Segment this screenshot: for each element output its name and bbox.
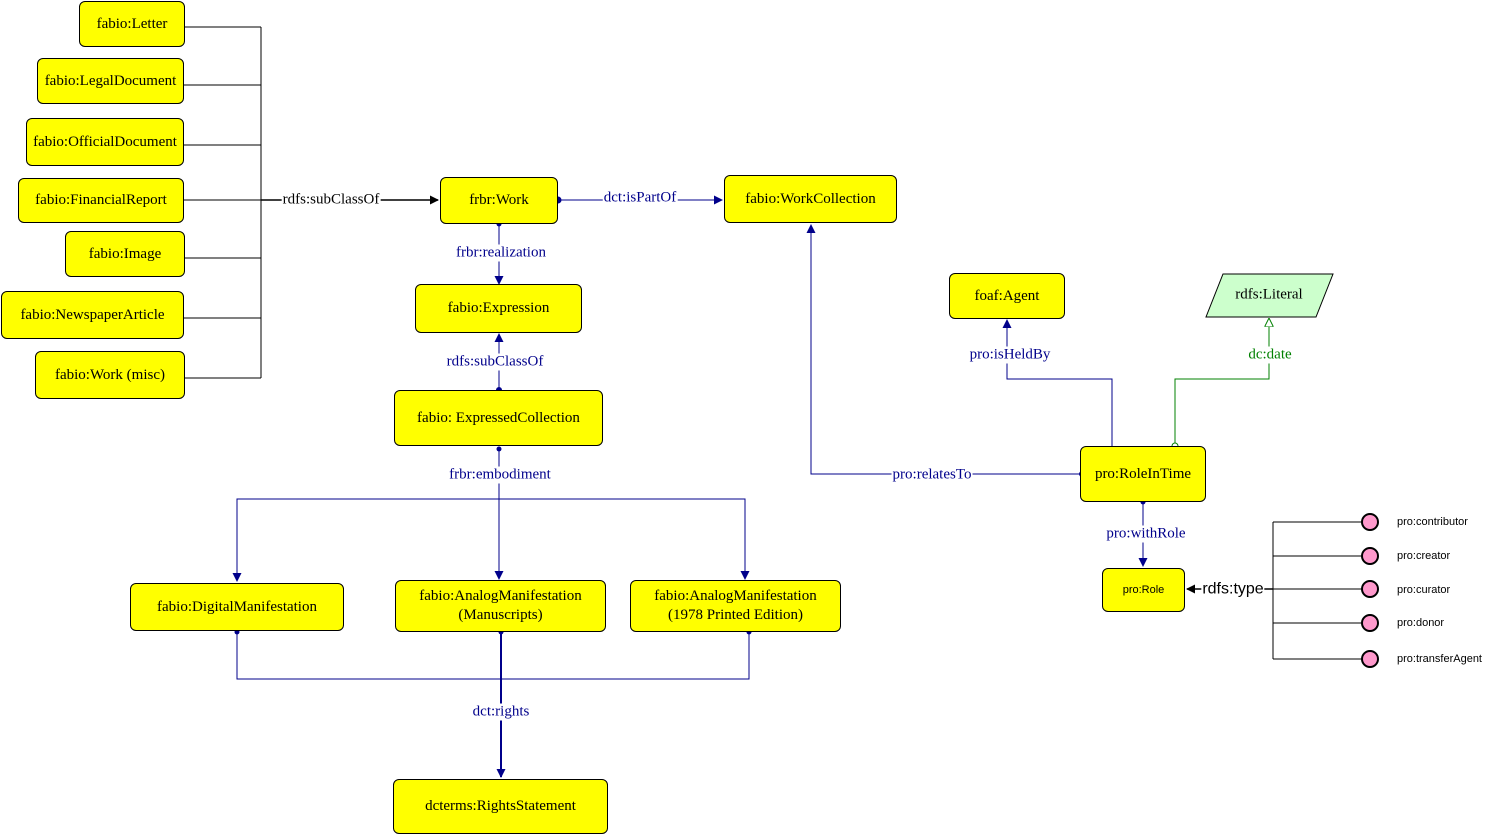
analog-printed-line2: (1978 Printed Edition)	[668, 607, 803, 623]
analog-manuscripts-line1: fabio:AnalogManifestation	[419, 588, 582, 604]
node-expressed-collection[interactable]: fabio: ExpressedCollection	[394, 390, 603, 446]
node-newspaper-article[interactable]: fabio:NewspaperArticle	[1, 291, 184, 339]
label-subclass-of-expression: rdfs:subClassOf	[445, 353, 545, 371]
label-rdf-type: rdfs:type	[1201, 580, 1265, 598]
individual-donor[interactable]: pro:donor	[1397, 617, 1445, 629]
relates-to-edge	[806, 224, 1082, 475]
individual-transfer-agent[interactable]: pro:transferAgent	[1397, 653, 1482, 665]
individual-marker	[1361, 614, 1379, 632]
node-expression[interactable]: fabio:Expression	[415, 284, 582, 333]
node-foaf-agent[interactable]: foaf:Agent	[949, 273, 1065, 319]
label-embodiment: frbr:embodiment	[448, 466, 552, 484]
analog-printed-line1: fabio:AnalogManifestation	[654, 588, 817, 604]
node-analog-manuscripts[interactable]: fabio:AnalogManifestation (Manuscripts)	[395, 580, 606, 632]
node-rdfs-literal[interactable]: rdfs:Literal	[1235, 286, 1303, 303]
literal-shape	[1205, 273, 1334, 318]
node-digital-manifestation[interactable]: fabio:DigitalManifestation	[130, 583, 344, 631]
individual-marker	[1361, 650, 1379, 668]
individual-creator[interactable]: pro:creator	[1397, 550, 1451, 562]
individual-curator[interactable]: pro:curator	[1397, 584, 1451, 596]
label-realization: frbr:realization	[455, 244, 547, 262]
label-subclass-of-work: rdfs:subClassOf	[281, 191, 381, 209]
individual-contributor[interactable]: pro:contributor	[1397, 516, 1468, 528]
analog-manuscripts-line2: (Manuscripts)	[458, 607, 543, 623]
individual-marker	[1361, 513, 1379, 531]
node-rights-statement[interactable]: dcterms:RightsStatement	[393, 779, 608, 834]
label-is-part-of: dct:isPartOf	[602, 189, 678, 207]
node-work-misc[interactable]: fabio:Work (misc)	[35, 351, 185, 399]
node-role-in-time[interactable]: pro:RoleInTime	[1080, 446, 1206, 502]
is-held-by-edge	[1002, 319, 1113, 447]
node-letter[interactable]: fabio:Letter	[79, 1, 185, 47]
label-with-role: pro:withRole	[1105, 525, 1187, 543]
node-analog-printed[interactable]: fabio:AnalogManifestation (1978 Printed …	[630, 580, 841, 632]
label-rights: dct:rights	[471, 703, 531, 721]
node-pro-role[interactable]: pro:Role	[1102, 568, 1185, 612]
label-relates-to: pro:relatesTo	[891, 466, 973, 484]
node-official-document[interactable]: fabio:OfficialDocument	[26, 118, 184, 166]
date-edge	[1174, 319, 1269, 446]
individual-marker	[1361, 580, 1379, 598]
node-frbr-work[interactable]: frbr:Work	[440, 177, 558, 224]
label-date: dc:date	[1247, 346, 1293, 364]
label-is-held-by: pro:isHeldBy	[968, 346, 1052, 364]
node-financial-report[interactable]: fabio:FinancialReport	[18, 178, 184, 223]
individual-marker	[1361, 547, 1379, 565]
node-work-collection[interactable]: fabio:WorkCollection	[724, 175, 897, 223]
node-legal-document[interactable]: fabio:LegalDocument	[37, 58, 184, 104]
node-image[interactable]: fabio:Image	[65, 231, 185, 277]
